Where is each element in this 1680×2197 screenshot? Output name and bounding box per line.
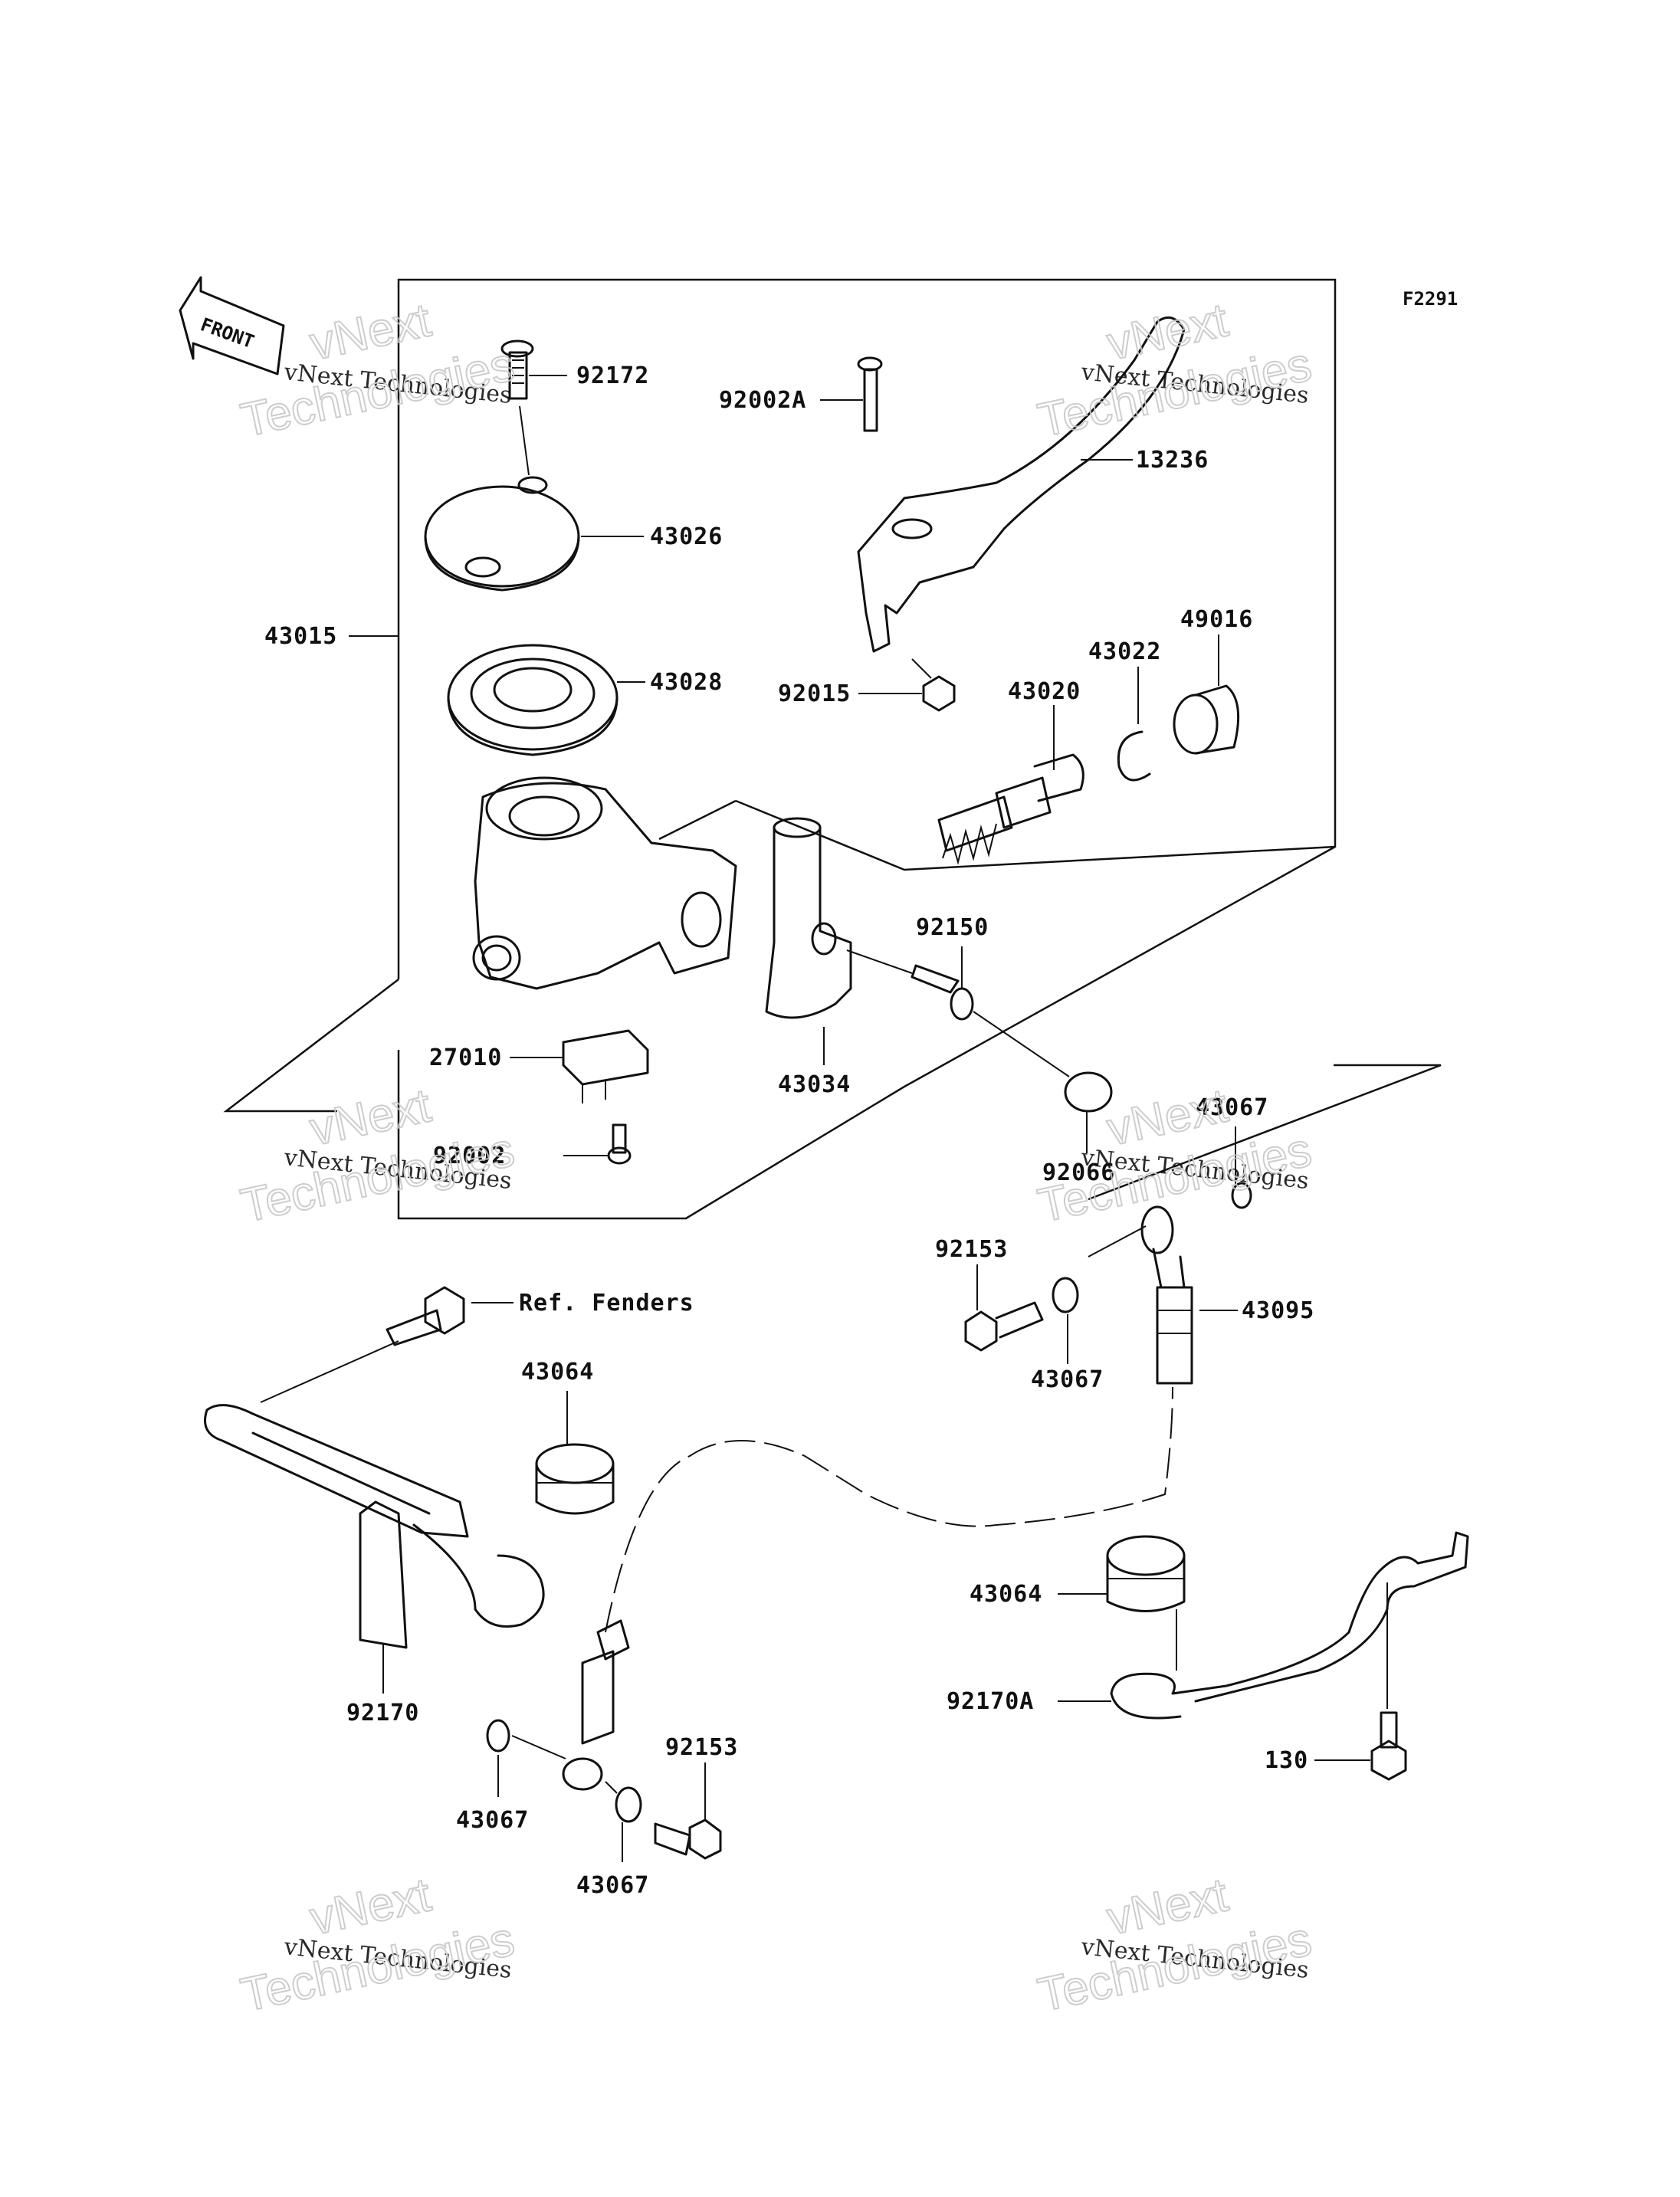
- watermark-bottom-right: vNext vNext Technologies Technologies: [1033, 1867, 1317, 2022]
- label-43015: 43015: [264, 623, 337, 650]
- label-92015: 92015: [778, 680, 851, 707]
- bolt-92002A: [820, 356, 883, 432]
- label-92066: 92066: [1042, 1159, 1115, 1186]
- bolt-92153-upper: [964, 1264, 1044, 1352]
- grommet-43064-right: [1058, 1535, 1186, 1612]
- cap-92066: [973, 1011, 1113, 1153]
- label-13236: 13236: [1136, 447, 1209, 474]
- label-92150: 92150: [916, 914, 989, 941]
- washer-43067-mid: [1052, 1277, 1079, 1364]
- label-43034: 43034: [778, 1071, 851, 1098]
- label-ref-fenders: Ref. Fenders: [519, 1290, 694, 1317]
- label-92002: 92002: [433, 1143, 506, 1169]
- label-43020: 43020: [1008, 678, 1081, 705]
- washer-43067-lower-left: [486, 1719, 566, 1797]
- screw-92002: [563, 1123, 632, 1165]
- label-92170: 92170: [346, 1700, 419, 1726]
- circlip-43022: [1117, 667, 1151, 782]
- label-43022: 43022: [1088, 638, 1161, 665]
- label-43067-mid: 43067: [1031, 1366, 1104, 1393]
- label-43064-left: 43064: [521, 1359, 594, 1385]
- clamp-43034: [765, 817, 852, 1065]
- diaphragm-43028: [447, 644, 645, 756]
- label-49016: 49016: [1180, 606, 1253, 633]
- boot-49016: [1173, 635, 1240, 755]
- bracket-92170A: [1058, 1531, 1469, 1720]
- watermark-mid-right: vNext vNext Technologies Technologies: [1033, 1078, 1317, 1233]
- label-92002A: 92002A: [719, 387, 806, 414]
- brake-hose: [605, 1386, 1173, 1633]
- label-92170A: 92170A: [947, 1688, 1034, 1715]
- label-43067-lower-left: 43067: [456, 1807, 529, 1834]
- label-27010: 27010: [429, 1044, 502, 1071]
- piston-43020: [937, 705, 1084, 865]
- bolt-92153-lower: [654, 1763, 722, 1860]
- washer-43067-top: [1231, 1126, 1252, 1209]
- nut-92015: [858, 658, 956, 712]
- assembly-frame-perspective: [223, 979, 399, 1113]
- label-43095: 43095: [1242, 1297, 1314, 1324]
- label-92153-upper: 92153: [935, 1236, 1008, 1263]
- hose-lower-banjo: [562, 1619, 630, 1791]
- master-cylinder-body: [472, 776, 737, 990]
- cap-43026: [424, 405, 644, 592]
- label-43067-lower-right: 43067: [576, 1872, 649, 1899]
- label-43067-top: 43067: [1196, 1094, 1268, 1121]
- label-43064-right: 43064: [970, 1581, 1042, 1608]
- bolt-92150: [846, 946, 974, 1021]
- label-130: 130: [1265, 1747, 1308, 1774]
- front-arrow-label: FRONT: [198, 313, 257, 353]
- assembly-frame: [397, 278, 1337, 1220]
- label-43026: 43026: [650, 523, 723, 550]
- watermark-bottom-left: vNext vNext Technologies Technologies: [236, 1867, 520, 2022]
- label-92153-lower: 92153: [665, 1734, 738, 1761]
- bolt-ref-fenders: [386, 1286, 514, 1346]
- bolt-130: [1314, 1582, 1407, 1781]
- watermark-mid-left: vNext vNext Technologies Technologies: [236, 1078, 520, 1233]
- hose-43095: [1088, 1205, 1238, 1385]
- label-43028: 43028: [650, 669, 723, 696]
- washer-43067-lower-right: [605, 1781, 642, 1862]
- lever-13236: [857, 316, 1186, 653]
- switch-27010: [510, 1029, 649, 1103]
- screw-92172: [500, 339, 567, 400]
- label-92172: 92172: [576, 362, 649, 389]
- grommet-43064-left: [535, 1391, 615, 1515]
- front-arrow-icon: FRONT: [179, 276, 285, 375]
- bracket-92170: [204, 1340, 545, 1694]
- figure-code: F2291: [1403, 288, 1458, 310]
- watermark-top-right: vNext vNext Technologies Technologies: [1033, 293, 1317, 448]
